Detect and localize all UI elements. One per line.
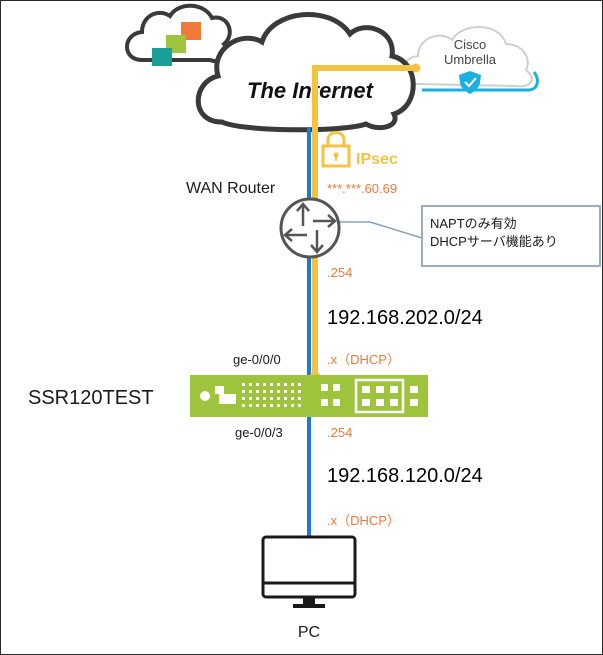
wan-router-lan-address: .254 xyxy=(327,265,352,280)
ipsec-label: IPsec xyxy=(356,151,398,168)
ipsec-endpoint-umbrella xyxy=(411,63,421,73)
wan-router-note-line1: NAPTのみ有効 xyxy=(430,216,517,231)
lan-subnet-label: 192.168.120.0/24 xyxy=(327,465,483,487)
ipsec-tunnel xyxy=(312,65,416,378)
ssr-device-name: SSR120TEST xyxy=(28,387,154,409)
wan-router-note-box xyxy=(421,205,601,267)
pc-name: PC xyxy=(298,624,320,641)
internet-label: The Internet xyxy=(247,78,375,103)
internet-cloud xyxy=(195,12,416,133)
padlock-icon xyxy=(321,131,351,168)
umbrella-label-line1: Cisco xyxy=(454,37,487,52)
note-leader-line xyxy=(340,221,423,239)
ssr-wan-address: .x（DHCP） xyxy=(327,352,400,367)
ssr-wan-port-label: ge-0/0/0 xyxy=(233,352,281,367)
pc-address: .x（DHCP） xyxy=(327,513,400,528)
umbrella-underline xyxy=(422,71,539,92)
wan-router-wan-address: ***.***.60.69 xyxy=(327,181,397,196)
wan-router-note-line2: DHCPサーバ機能あり xyxy=(430,234,558,249)
ssr-lan-port-label: ge-0/0/3 xyxy=(235,425,283,440)
ssr-lan-address: .254 xyxy=(327,425,352,440)
monitor-icon xyxy=(261,535,357,608)
ssr120-device-icon xyxy=(190,375,428,417)
umbrella-label-line2: Umbrella xyxy=(444,52,497,67)
router-icon xyxy=(279,197,341,259)
cisco-umbrella-cloud xyxy=(401,26,539,92)
umbrella-shield-icon xyxy=(459,71,481,94)
upstream-subnet-label: 192.168.202.0/24 xyxy=(327,307,483,329)
wan-router-name: WAN Router xyxy=(186,180,276,197)
sd-wan-tiles-icon xyxy=(152,22,201,66)
